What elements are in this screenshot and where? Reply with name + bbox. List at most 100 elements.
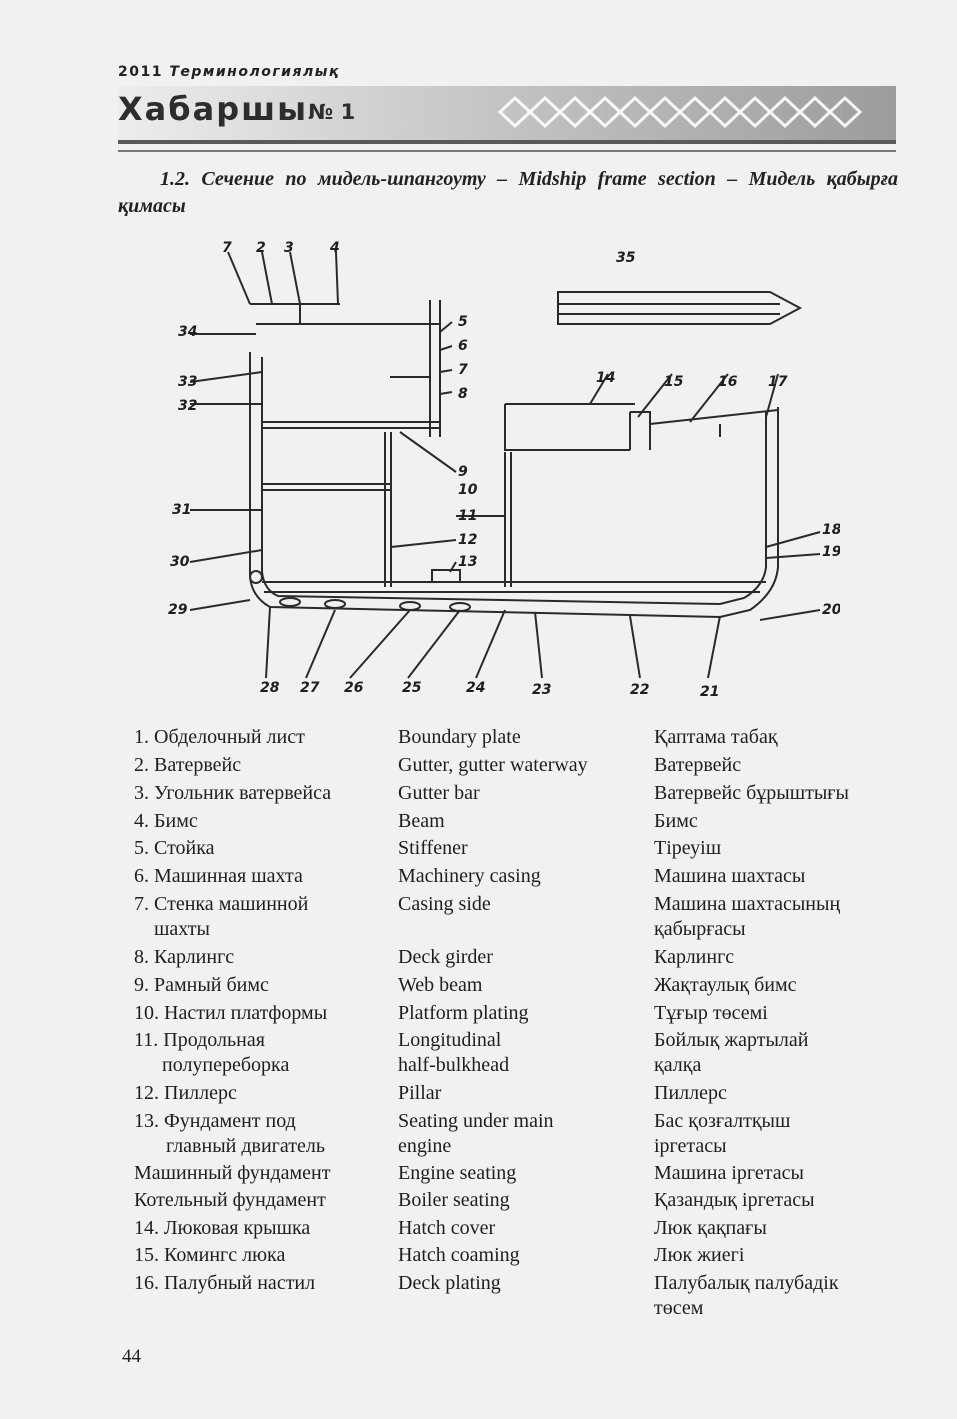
term-kz: Бойлық жартылай bbox=[654, 1029, 809, 1051]
term-kz: Палубалық палубадік bbox=[654, 1272, 839, 1294]
term-en: Seating under main bbox=[398, 1110, 554, 1132]
callout-14: 14 bbox=[596, 370, 615, 386]
term-en-cont: engine bbox=[398, 1135, 452, 1157]
issue-number: № 1 bbox=[308, 100, 356, 124]
term-ru: 8. Карлингс bbox=[134, 946, 235, 968]
callout-28: 28 bbox=[260, 680, 280, 696]
term-ru-cont: главный двигатель bbox=[166, 1135, 325, 1157]
term-ru: Машинный фундамент bbox=[134, 1162, 331, 1184]
term-en: Hatch cover bbox=[398, 1217, 496, 1239]
header-year-line: 2011 Терминологиялық bbox=[118, 64, 340, 80]
term-en: Longitudinal bbox=[398, 1029, 502, 1051]
callout-5: 5 bbox=[458, 314, 468, 330]
term-en: Deck plating bbox=[398, 1272, 501, 1294]
term-ru: 15. Комингс люка bbox=[134, 1244, 286, 1266]
page-number: 44 bbox=[122, 1346, 141, 1367]
callout-10: 10 bbox=[458, 482, 478, 498]
term-ru: 2. Ватервейс bbox=[134, 754, 242, 776]
callout-7: 7 bbox=[222, 240, 232, 256]
callout-25: 25 bbox=[402, 680, 422, 696]
journal-banner: Хабаршы № 1 bbox=[118, 86, 896, 144]
callout-2: 2 bbox=[256, 240, 266, 256]
callout-31: 31 bbox=[172, 502, 191, 518]
term-ru: 4. Бимс bbox=[134, 810, 198, 832]
term-ru: 10. Настил платформы bbox=[134, 1002, 328, 1024]
callout-11: 11 bbox=[458, 508, 477, 524]
term-kz: Қазандық іргетасы bbox=[654, 1189, 815, 1211]
callout-9: 9 bbox=[458, 464, 468, 480]
term-en: Engine seating bbox=[398, 1162, 517, 1184]
callout-16: 16 bbox=[718, 374, 738, 390]
term-en: Gutter, gutter waterway bbox=[398, 754, 588, 776]
term-ru: 9. Рамный бимс bbox=[134, 974, 269, 996]
term-kz: Қаптама табақ bbox=[654, 726, 778, 748]
callout-22: 22 bbox=[630, 682, 649, 698]
term-kz: Ватервейс бұрыштығы bbox=[654, 782, 849, 804]
term-kz: Карлингс bbox=[654, 946, 735, 968]
callout-35: 35 bbox=[616, 250, 636, 266]
callout-15: 15 bbox=[664, 374, 684, 390]
term-kz: Машина шахтасының bbox=[654, 893, 841, 915]
term-kz: Жақтаулық бимс bbox=[654, 974, 797, 996]
term-ru: 13. Фундамент под bbox=[134, 1110, 296, 1132]
term-en: Stiffener bbox=[398, 837, 468, 859]
term-ru: 1. Обделочный лист bbox=[134, 726, 305, 748]
term-en: Hatch coaming bbox=[398, 1244, 520, 1266]
term-kz: Ватервейс bbox=[654, 754, 742, 776]
term-en: Beam bbox=[398, 810, 445, 832]
callout-18: 18 bbox=[822, 522, 840, 538]
callout-29: 29 bbox=[168, 602, 188, 618]
term-ru: 3. Угольник ватервейса bbox=[134, 782, 332, 804]
term-kz-cont: қабырғасы bbox=[654, 918, 746, 940]
term-ru: Котельный фундамент bbox=[134, 1189, 326, 1211]
callout-26: 26 bbox=[344, 680, 364, 696]
callout-13: 13 bbox=[458, 554, 477, 570]
term-kz: Бимс bbox=[654, 810, 698, 832]
term-ru: 6. Машинная шахта bbox=[134, 865, 303, 887]
callout-7b: 7 bbox=[458, 362, 468, 378]
midship-section-diagram: 7 2 3 4 35 5 6 7 8 9 10 11 12 13 14 15 1… bbox=[168, 240, 840, 700]
term-kz: Бас қозғалтқыш bbox=[654, 1110, 791, 1132]
term-en: Boiler seating bbox=[398, 1189, 510, 1211]
callout-24: 24 bbox=[466, 680, 485, 696]
header-series: Терминологиялық bbox=[169, 64, 340, 80]
term-kz-cont: төсем bbox=[654, 1297, 704, 1319]
term-en: Web beam bbox=[398, 974, 483, 996]
callout-21: 21 bbox=[700, 684, 719, 700]
term-ru: 5. Стойка bbox=[134, 837, 215, 859]
term-en: Pillar bbox=[398, 1082, 442, 1104]
callout-33: 33 bbox=[178, 374, 197, 390]
term-en: Platform plating bbox=[398, 1002, 529, 1024]
figure-caption: 1.2. Сечение по мидель-шпангоуту – Midsh… bbox=[118, 168, 898, 217]
callout-34: 34 bbox=[178, 324, 197, 340]
term-en-cont: half-bulkhead bbox=[398, 1054, 510, 1076]
term-kz: Пиллерс bbox=[654, 1082, 727, 1104]
term-kz: Люк қақпағы bbox=[654, 1217, 767, 1239]
callout-30: 30 bbox=[170, 554, 190, 570]
term-ru: 16. Палубный настил bbox=[134, 1272, 316, 1294]
term-kz: Тұғыр төсемі bbox=[654, 1002, 768, 1024]
callout-17: 17 bbox=[768, 374, 788, 390]
callout-8: 8 bbox=[458, 386, 468, 402]
term-en: Deck girder bbox=[398, 946, 493, 968]
ornament-icon bbox=[497, 95, 863, 129]
header-year: 2011 bbox=[118, 64, 163, 80]
term-ru: 14. Люковая крышка bbox=[134, 1217, 311, 1239]
term-ru: 11. Продольная bbox=[134, 1029, 265, 1051]
term-en: Gutter bar bbox=[398, 782, 480, 804]
term-ru-cont: полупереборка bbox=[162, 1054, 290, 1076]
term-kz: Машина шахтасы bbox=[654, 865, 806, 887]
header-rule bbox=[118, 150, 896, 152]
term-kz-cont: іргетасы bbox=[654, 1135, 727, 1157]
term-ru: 7. Стенка машинной bbox=[134, 893, 309, 915]
callout-19: 19 bbox=[822, 544, 840, 560]
term-kz: Тіреуіш bbox=[654, 837, 722, 859]
callout-12: 12 bbox=[458, 532, 477, 548]
callout-20: 20 bbox=[822, 602, 840, 618]
term-en: Casing side bbox=[398, 893, 491, 915]
term-en: Machinery casing bbox=[398, 865, 541, 887]
term-kz: Люк жиегі bbox=[654, 1244, 745, 1266]
callout-4: 4 bbox=[329, 240, 340, 256]
journal-title: Хабаршы bbox=[118, 90, 309, 128]
callout-27: 27 bbox=[300, 680, 320, 696]
